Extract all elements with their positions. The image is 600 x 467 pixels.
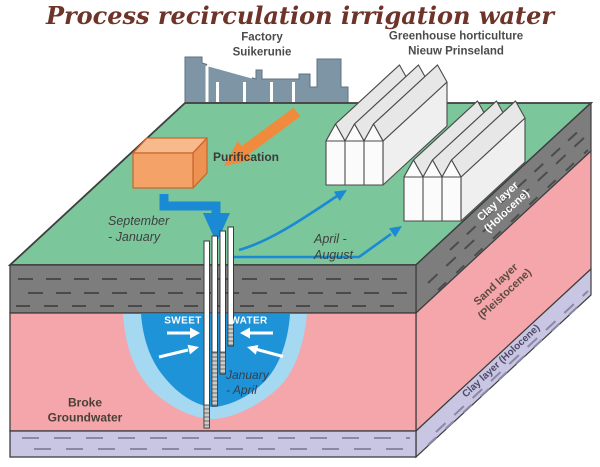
purification-box xyxy=(132,137,208,189)
broke-groundwater-label: Broke Groundwater xyxy=(48,396,123,427)
pipe-screen xyxy=(227,324,234,347)
jan-apr-line1: January xyxy=(226,368,269,382)
pipe-screen xyxy=(211,351,218,407)
sweet-label: SWEET xyxy=(164,315,202,327)
extraction-arrowhead-1-icon xyxy=(333,190,347,201)
greenhouse-1 xyxy=(325,64,448,186)
purification-box-front xyxy=(132,152,194,189)
front-lavender-dashes xyxy=(22,437,410,450)
factory-to-purification-arrow xyxy=(224,107,301,166)
jan-apr-line2: - April xyxy=(226,383,257,398)
greenhouse-label: Greenhouse horticulture Nieuw Prinseland xyxy=(389,29,523,58)
arrow-right-up-icon xyxy=(187,344,199,355)
well-pipe-4 xyxy=(227,226,234,347)
well-pipe-2 xyxy=(211,235,218,407)
arrow-left-icon xyxy=(240,327,250,339)
side-lavender-dashes xyxy=(427,290,589,446)
greenhouse-2 xyxy=(403,100,526,222)
january-april-label: January - April xyxy=(226,368,269,399)
sep-jan-line2: - January xyxy=(108,230,161,244)
side-clay-dashes xyxy=(427,124,589,291)
factory-label-line2: Suikerunie xyxy=(232,46,292,58)
well-pipes xyxy=(203,226,234,429)
factory-slits xyxy=(205,66,295,102)
well-pipe-3 xyxy=(219,230,226,375)
factory-label: Factory Suikerunie xyxy=(233,30,292,59)
broke-line2: Groundwater xyxy=(47,411,123,425)
extraction-arrowhead-2-icon xyxy=(389,226,402,238)
sep-jan-line1: September xyxy=(108,214,170,228)
arrow-left-up-icon xyxy=(247,345,259,355)
page-title: Process recirculation irrigation water xyxy=(45,1,555,30)
broke-line1: Broke xyxy=(67,395,103,410)
clay-bottom-front xyxy=(9,430,417,458)
factory-building xyxy=(184,56,349,104)
well-pipe-1 xyxy=(203,240,210,429)
purification-label: Purification xyxy=(213,150,280,164)
factory-conveyor-line xyxy=(206,64,253,79)
injection-arrow xyxy=(159,194,230,243)
april-august-label: April - August xyxy=(314,231,353,263)
extraction-arrow-2 xyxy=(233,226,402,259)
arrow-right-icon xyxy=(190,327,200,339)
factory-label-line1: Factory xyxy=(241,31,283,44)
apr-aug-line2: August xyxy=(314,248,353,262)
pipe-screen xyxy=(219,351,226,375)
extraction-arrow-1 xyxy=(238,190,347,252)
pipe-screen xyxy=(203,404,210,429)
apr-aug-line1: April - xyxy=(314,232,347,246)
factory-silhouette xyxy=(184,56,349,104)
greenhouse-label-line2: Nieuw Prinseland xyxy=(408,45,504,57)
greenhouse-label-line1: Greenhouse horticulture xyxy=(388,30,524,43)
water-label: WATER xyxy=(230,315,268,327)
greenhouse-2-front xyxy=(403,159,462,222)
infiltration-arrows xyxy=(158,327,284,359)
injection-arrowhead-icon xyxy=(203,213,230,243)
greenhouse-1-front xyxy=(325,123,384,186)
september-january-label: September - January xyxy=(108,213,169,245)
